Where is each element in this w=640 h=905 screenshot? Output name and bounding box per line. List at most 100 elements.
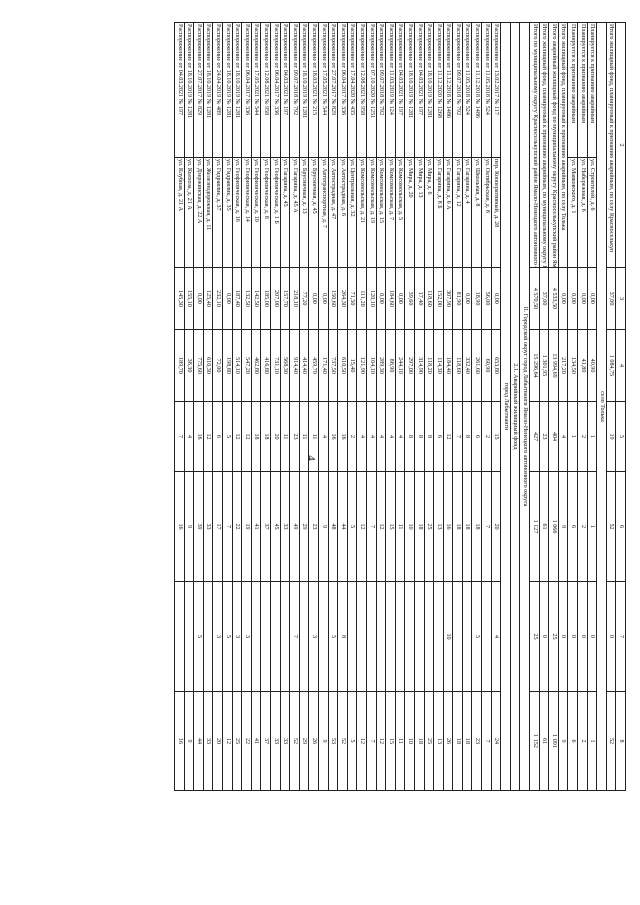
cell-v8: 23 <box>472 691 482 791</box>
cell-v3: 0,00 <box>193 267 204 330</box>
cell-v5: 6 <box>212 401 223 472</box>
cell-v6: 13 <box>433 471 444 582</box>
cell-v4: 297,00 <box>404 329 415 402</box>
cell-v6: 52 <box>606 471 616 582</box>
header-cell-3: 3 <box>615 267 626 330</box>
cell-v7: 25 <box>548 581 559 692</box>
cell-v7: 10 <box>443 581 453 692</box>
cell-v4: 547,20 <box>241 329 252 402</box>
cell-v6: 37 <box>260 471 271 582</box>
cell-v6: 16 <box>443 471 453 582</box>
cell-v3: 150,60 <box>328 267 338 330</box>
cell-v4: 289,30 <box>376 329 386 402</box>
document-cell: Распоряжение от 17.05.2021 № 544 <box>318 22 329 158</box>
cell-v8: 29 <box>299 691 309 791</box>
header-cell-6: 6 <box>615 471 626 582</box>
address-cell: ул. Геофизическая, д. 1 Б <box>270 157 281 268</box>
cell-v8: 61 <box>539 691 549 791</box>
rotated-table-container: 2 3 4 5 6 7 8 Итого жилищный фонд, плани… <box>137 22 626 791</box>
cell-v8: 52 <box>337 691 348 791</box>
cell-v3: 4 533,50 <box>548 267 559 330</box>
cell-v6: 39 <box>193 471 204 582</box>
cell-v6: 12 <box>376 471 386 582</box>
document-cell: Распоряжение от 11.12.2020 № 1268 <box>433 22 444 158</box>
cell-v8: 20 <box>212 691 223 791</box>
cell-v8: 15 <box>385 691 396 791</box>
cell-v4: 1 301,95 <box>539 329 549 402</box>
cell-v4: 737,50 <box>328 329 338 402</box>
section-row: II. Городской округ город Лабытнанги Яма… <box>519 22 530 791</box>
cell-v8: 7 <box>481 691 492 791</box>
total-label-cell: Итого аварийный жилищный фонд по муницип… <box>548 22 559 268</box>
cell-v5: 427 <box>529 401 540 472</box>
cell-v5: 7 <box>452 401 463 472</box>
cell-v8: 37 <box>260 691 271 791</box>
address-cell: ул. Гидравлик, д. 37 <box>212 157 223 268</box>
address-cell: ул. Геофизическая, д. 10 <box>251 157 261 268</box>
header-cell-8: 8 <box>615 691 626 791</box>
cell-v4: 244,10 <box>395 329 405 402</box>
cell-v7: 0 <box>539 581 549 692</box>
cell-v7 <box>184 581 194 692</box>
cell-v7: 0 <box>577 581 588 692</box>
cell-v5: 12 <box>241 401 252 472</box>
cell-v4: 653,80 <box>491 329 501 402</box>
cell-v7 <box>481 581 492 692</box>
cell-v4: 13 994,69 <box>548 329 559 402</box>
cell-v4: 261,60 <box>472 329 482 402</box>
cell-v8: 52 <box>606 691 616 791</box>
document-cell: Распоряжение от 04.03.2021 № 197 <box>174 22 185 158</box>
address-cell: ул. Геофизическая, д. 8 <box>260 157 271 268</box>
cell-v5: 12 <box>232 401 242 472</box>
status-cell: Планируется к признанию аварийным <box>567 22 578 158</box>
document-cell: Распоряжение от 13.02.2017 № 117 <box>491 22 501 158</box>
cell-v5: 4 <box>366 401 377 472</box>
cell-v6: 41 <box>251 471 261 582</box>
cell-v5: 1 <box>587 401 597 472</box>
cell-v3: 71,50 <box>347 267 357 330</box>
cell-v7: 5 <box>222 581 233 692</box>
cell-v7: 0 <box>558 581 568 692</box>
document-cell: Распоряжение от 11.12.2018 № 1486 <box>472 22 482 158</box>
cell-v7: 25 <box>529 581 540 692</box>
cell-v5: 12 <box>203 401 213 472</box>
cell-v8: 11 <box>395 691 405 791</box>
address-cell: ул. Автотранспортная, д. 7 <box>318 157 329 268</box>
subheader-cell: село Толька <box>596 22 607 791</box>
document-cell: Распоряжение от 18.10.2019 № 1281 <box>184 22 194 158</box>
total-row: Итого жилищный фонд, планируемый к призн… <box>606 22 616 791</box>
cell-v4: 332,40 <box>462 329 472 402</box>
cell-v6: 9 <box>318 471 329 582</box>
cell-v3: 232,10 <box>212 267 223 330</box>
cell-v3: 218,10 <box>289 267 300 330</box>
document-cell: Распоряжение от 12.08.2021 № 958 <box>260 22 271 158</box>
document-cell: Распоряжение от 09.07.2018 № 792 <box>376 22 386 158</box>
cell-v4: 462,80 <box>251 329 261 402</box>
cell-v3: 125,40 <box>203 267 213 330</box>
cell-v5: 6 <box>433 401 444 472</box>
cell-v5: 11 <box>308 401 319 472</box>
cell-v8: 9 <box>318 691 329 791</box>
cell-v3: 77,20 <box>299 267 309 330</box>
document-cell: Распоряжение от 06.04.2017 № 336 <box>270 22 281 158</box>
cell-v7 <box>260 581 271 692</box>
total-label-cell: Итого по муниципальному округу Красносел… <box>529 22 540 268</box>
cell-v6: 17 <box>212 471 223 582</box>
document-cell: Распоряжение от 17.04.2020 № 435 <box>347 22 357 158</box>
cell-v8: 22 <box>241 691 252 791</box>
cell-v5: 4 <box>356 401 367 472</box>
document-cell: Распоряжение от 11.12.2018 № 1486 <box>443 22 453 158</box>
cell-v8: 26 <box>308 691 319 791</box>
cell-v4: 15,40 <box>347 329 357 402</box>
document-cell: Распоряжение от 07.10.2020 № 1251 <box>366 22 377 158</box>
address-cell: ул. Комсомольская, д. 21 <box>356 157 367 268</box>
document-cell: Распоряжение от 24.04.2019 № 489 <box>212 22 223 158</box>
document-cell: Распоряжение от 04.03.2021 № 197 <box>280 22 290 158</box>
cell-v3: 118,60 <box>424 267 434 330</box>
address-cell: ул. Мира, д. 20 <box>404 157 415 268</box>
